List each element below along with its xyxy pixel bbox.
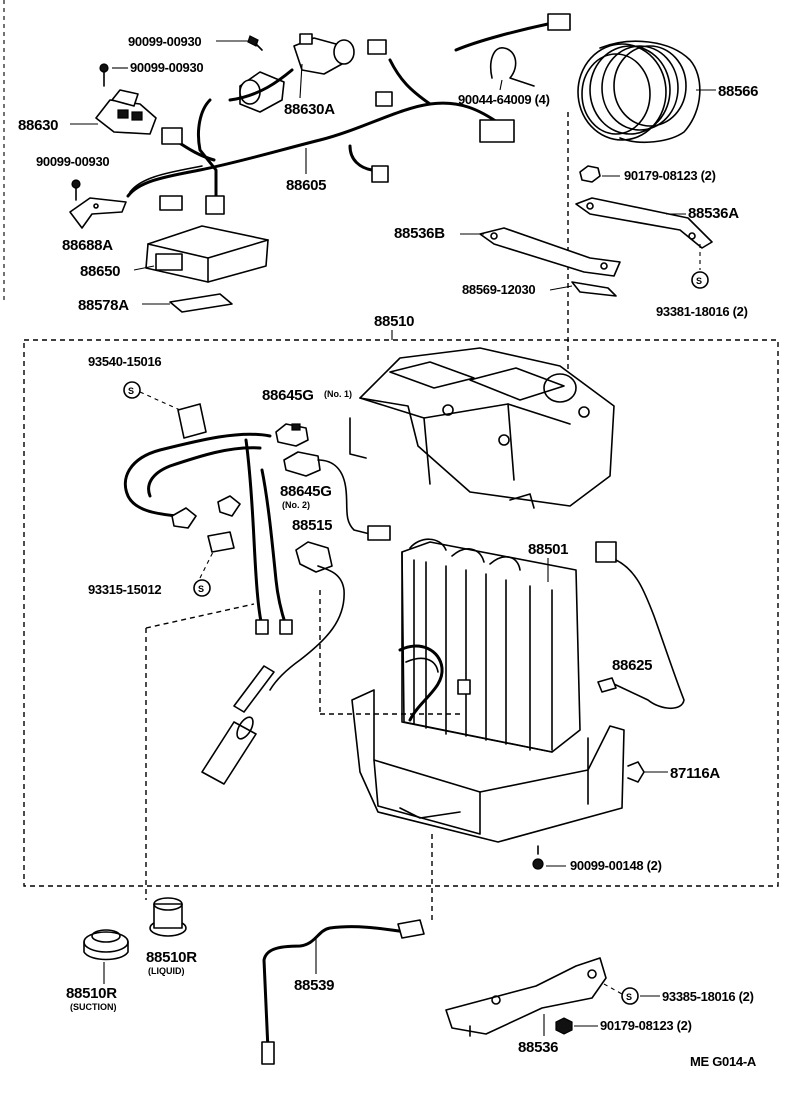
clip-88569 bbox=[571, 281, 617, 297]
label-90179-08123-a: 90179-08123 (2) bbox=[624, 168, 716, 183]
leader bbox=[549, 285, 573, 291]
label-88569-12030: 88569-12030 bbox=[462, 282, 535, 297]
upper-case bbox=[349, 347, 615, 509]
pad-88578a bbox=[169, 293, 233, 313]
leader bbox=[499, 79, 503, 91]
label-88501: 88501 bbox=[528, 541, 568, 558]
bracket-88536 bbox=[445, 957, 607, 1037]
label-88536b: 88536B bbox=[394, 225, 445, 242]
wire-harness-88605 bbox=[126, 13, 571, 215]
label-93385-18016: 93385-18016 (2) bbox=[662, 989, 754, 1004]
drain-hose-88539 bbox=[261, 919, 425, 1065]
dash-link bbox=[145, 603, 255, 629]
dash-link bbox=[139, 391, 181, 411]
label-88536: 88536 bbox=[518, 1039, 558, 1056]
label-88630: 88630 bbox=[18, 117, 58, 134]
label-90099-00930-c: 90099-00930 bbox=[36, 154, 109, 169]
clamp-90044 bbox=[489, 47, 535, 87]
bracket-88688a bbox=[69, 197, 127, 229]
label-88688a: 88688A bbox=[62, 237, 113, 254]
dash-link bbox=[603, 983, 623, 995]
screw-93381: S bbox=[691, 271, 709, 289]
grommet-suction bbox=[83, 929, 129, 961]
figure-code: ME G014-A bbox=[690, 1054, 757, 1069]
leader bbox=[133, 265, 155, 271]
assembly-box-88510 bbox=[23, 339, 779, 887]
s-mark: S bbox=[626, 992, 632, 1002]
label-88645g-2: 88645G bbox=[280, 483, 332, 500]
bracket-88536a bbox=[575, 197, 713, 249]
label-90179-08123-b: 90179-08123 (2) bbox=[600, 1018, 692, 1033]
label-88515: 88515 bbox=[292, 517, 332, 534]
thermistor-88625 bbox=[595, 541, 685, 710]
inlet-pipe bbox=[398, 644, 471, 722]
nut-90179-a bbox=[579, 165, 601, 183]
label-87116a: 87116A bbox=[670, 765, 720, 782]
label-88566: 88566 bbox=[718, 83, 758, 100]
label-88645g-2-sub: (No. 2) bbox=[282, 500, 310, 510]
duct-88566 bbox=[577, 40, 701, 144]
screw-bracket bbox=[71, 179, 81, 201]
label-90099-00930-b: 90099-00930 bbox=[130, 60, 203, 75]
evaporator-88501 bbox=[401, 538, 581, 753]
pipe-clamp bbox=[207, 531, 235, 553]
screw-left bbox=[99, 63, 109, 87]
label-90099-00930-a: 90099-00930 bbox=[128, 34, 201, 49]
nut-90179-b bbox=[555, 1017, 573, 1035]
s-mark: S bbox=[198, 584, 204, 594]
screw-top bbox=[247, 35, 263, 51]
s-mark: S bbox=[696, 276, 702, 286]
label-88510r-liquid-sub: (LIQUID) bbox=[148, 966, 185, 976]
s-bolt-93315: S bbox=[193, 579, 211, 597]
relay-88630 bbox=[95, 89, 157, 135]
pipe-assembly-left bbox=[123, 432, 293, 635]
label-88630a: 88630A bbox=[284, 101, 335, 118]
pressure-switch-no2 bbox=[283, 451, 391, 541]
s-bolt-93540: S bbox=[123, 381, 141, 399]
label-93540-15016: 93540-15016 bbox=[88, 354, 161, 369]
label-88578a: 88578A bbox=[78, 297, 129, 314]
label-88605: 88605 bbox=[286, 177, 326, 194]
solenoid-88630a bbox=[239, 33, 387, 113]
grommet-liquid bbox=[149, 897, 187, 937]
label-88510r-liquid: 88510R bbox=[146, 949, 197, 966]
label-90099-00148: 90099-00148 (2) bbox=[570, 858, 662, 873]
label-88536a: 88536A bbox=[688, 205, 739, 222]
clip-87116a bbox=[627, 761, 645, 783]
label-88510r-suction: 88510R bbox=[66, 985, 117, 1002]
label-88650: 88650 bbox=[80, 263, 120, 280]
label-88510r-suction-sub: (SUCTION) bbox=[70, 1002, 117, 1012]
lower-case bbox=[351, 689, 625, 843]
pipe-bracket bbox=[177, 403, 207, 439]
insulation-tube bbox=[201, 716, 257, 785]
label-88645g-1: 88645G bbox=[262, 387, 314, 404]
s-mark: S bbox=[128, 386, 134, 396]
label-88539: 88539 bbox=[294, 977, 334, 994]
s-bolt-93385: S bbox=[621, 987, 639, 1005]
amplifier-88650 bbox=[145, 225, 269, 283]
label-88645g-1-sub: (No. 1) bbox=[324, 389, 352, 399]
expansion-valve-88515 bbox=[233, 541, 345, 713]
dash-link bbox=[199, 549, 215, 579]
label-93381-18016: 93381-18016 (2) bbox=[656, 304, 748, 319]
screw-90099-00148 bbox=[532, 845, 544, 870]
label-88625: 88625 bbox=[612, 657, 652, 674]
label-93315-15012: 93315-15012 bbox=[88, 582, 161, 597]
label-88510: 88510 bbox=[374, 313, 414, 330]
leader bbox=[299, 63, 303, 99]
pressure-switch-no1 bbox=[275, 423, 309, 447]
bracket-88536b bbox=[479, 227, 621, 277]
label-90044-64009: 90044-64009 (4) bbox=[458, 92, 550, 107]
